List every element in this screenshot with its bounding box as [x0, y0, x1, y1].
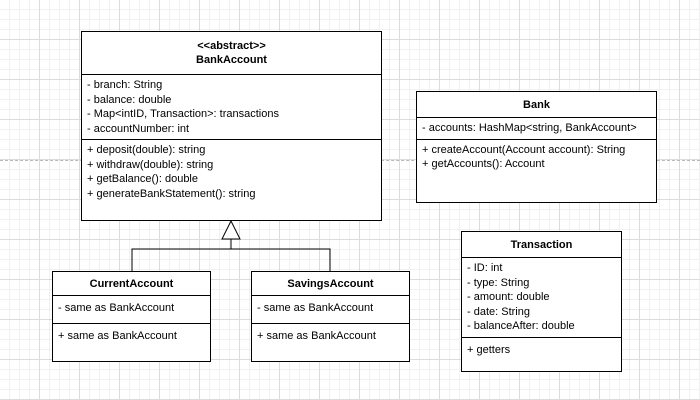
class-bank[interactable]: Bank - accounts: HashMap<string, BankAcc… — [416, 91, 657, 203]
attribute: - Map<intID, Transaction>: transactions — [87, 108, 279, 120]
class-name: Bank — [523, 98, 550, 111]
class-currentaccount[interactable]: CurrentAccount - same as BankAccount + s… — [52, 271, 211, 362]
class-name: Transaction — [510, 238, 573, 251]
class-transaction[interactable]: Transaction - ID: int - type: String - a… — [461, 231, 622, 372]
class-currentaccount-header: CurrentAccount — [53, 272, 210, 296]
attribute: - balanceAfter: double — [467, 320, 575, 332]
method: + same as BankAccount — [257, 329, 376, 342]
attribute: - same as BankAccount — [257, 302, 374, 314]
methods-section: + same as BankAccount — [252, 324, 409, 362]
attributes-section: - accounts: HashMap<string, BankAccount> — [417, 118, 656, 140]
attribute: - date: String — [467, 305, 530, 318]
methods-section: + same as BankAccount — [53, 324, 210, 362]
class-transaction-header: Transaction — [462, 232, 621, 258]
class-savingsaccount-header: SavingsAccount — [252, 272, 409, 296]
class-bankaccount[interactable]: <<abstract>> BankAccount - branch: Strin… — [81, 31, 382, 221]
attribute: - accountNumber: int — [87, 122, 190, 135]
class-savingsaccount[interactable]: SavingsAccount - same as BankAccount + s… — [251, 271, 410, 362]
stereotype-label: <<abstract>> — [197, 40, 266, 52]
attributes-section: - same as BankAccount — [252, 296, 409, 324]
method: + same as BankAccount — [58, 329, 177, 342]
attribute: - accounts: HashMap<string, BankAccount> — [422, 122, 637, 134]
class-name: BankAccount — [196, 54, 267, 66]
class-bank-header: Bank — [417, 92, 656, 118]
method: + getters — [467, 343, 511, 356]
attribute: - ID: int — [467, 262, 503, 274]
method: + deposit(double): string — [87, 144, 206, 156]
class-name: CurrentAccount — [89, 277, 174, 290]
inheritance-line-current — [131, 248, 231, 271]
generalization-arrowhead — [221, 219, 241, 240]
method: + getAccounts(): Account — [422, 158, 545, 170]
attribute: - branch: String — [87, 79, 163, 91]
methods-section: + getters — [462, 338, 621, 372]
attribute: - same as BankAccount — [58, 302, 175, 314]
class-bankaccount-header: <<abstract>> BankAccount — [82, 32, 381, 75]
inheritance-line-savings — [231, 248, 331, 271]
attributes-section: - ID: int - type: String - amount: doubl… — [462, 258, 621, 338]
method: + getBalance(): double — [87, 173, 198, 185]
attribute: - type: String — [467, 276, 530, 289]
attributes-section: - same as BankAccount — [53, 296, 210, 324]
methods-section: + createAccount(Account account): String… — [417, 140, 656, 203]
attribute: - amount: double — [467, 291, 550, 303]
attribute: - balance: double — [87, 93, 172, 106]
attributes-section: - branch: String - balance: double - Map… — [82, 75, 381, 140]
method: + createAccount(Account account): String — [422, 143, 626, 156]
methods-section: + deposit(double): string + withdraw(dou… — [82, 140, 381, 220]
method: + withdraw(double): string — [87, 158, 214, 171]
method: + generateBankStatement(): string — [87, 187, 256, 200]
class-name: SavingsAccount — [287, 277, 374, 290]
